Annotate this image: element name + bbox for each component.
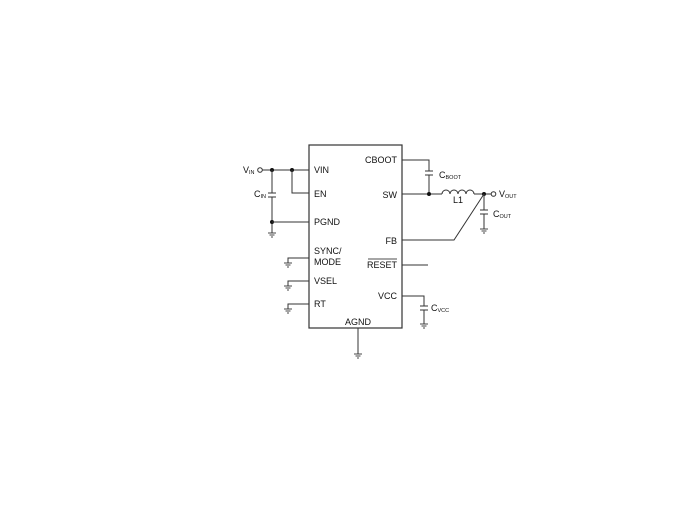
cin-label: CIN: [254, 189, 266, 200]
sw-junction: [427, 192, 431, 196]
sync-wire: [287, 257, 309, 263]
cboot-wire-top: [402, 159, 430, 171]
pin-fb: FB: [385, 236, 397, 246]
ground-icon: [480, 228, 488, 234]
en-wire: [291, 170, 309, 194]
cout-label: COUT: [493, 209, 512, 220]
ground-icon: [284, 262, 292, 268]
pin-mode: MODE: [314, 257, 341, 267]
pin-reset: RESET: [367, 260, 398, 270]
pin-en: EN: [314, 189, 327, 199]
fb-wire: [402, 193, 485, 241]
vout-label: VOUT: [499, 189, 517, 200]
inductor-label: L1: [453, 195, 463, 205]
pin-sw: SW: [383, 190, 398, 200]
inductor-coil: [441, 189, 475, 195]
ground-icon: [284, 308, 292, 314]
cboot-label: CBOOT: [439, 170, 462, 181]
vin-terminal: [257, 167, 263, 173]
ground-icon: [354, 353, 362, 359]
ground-icon: [268, 232, 276, 238]
pin-vcc: VCC: [378, 291, 398, 301]
ground-icon: [420, 323, 428, 329]
vout-terminal: [490, 191, 497, 197]
cvcc-label: CVCC: [431, 303, 449, 314]
vin-label: VIN: [243, 165, 255, 176]
pin-rt: RT: [314, 299, 326, 309]
ic-body: [308, 144, 403, 329]
vsel-wire: [287, 280, 309, 286]
ground-icon: [284, 285, 292, 291]
pin-agnd: AGND: [345, 317, 372, 327]
rt-wire: [287, 303, 309, 309]
pin-sync: SYNC/: [314, 246, 342, 256]
vcc-wire: [402, 295, 425, 306]
pin-cboot: CBOOT: [365, 155, 398, 165]
pin-vsel: VSEL: [314, 276, 337, 286]
pin-vin: VIN: [314, 165, 329, 175]
pin-pgnd: PGND: [314, 217, 341, 227]
